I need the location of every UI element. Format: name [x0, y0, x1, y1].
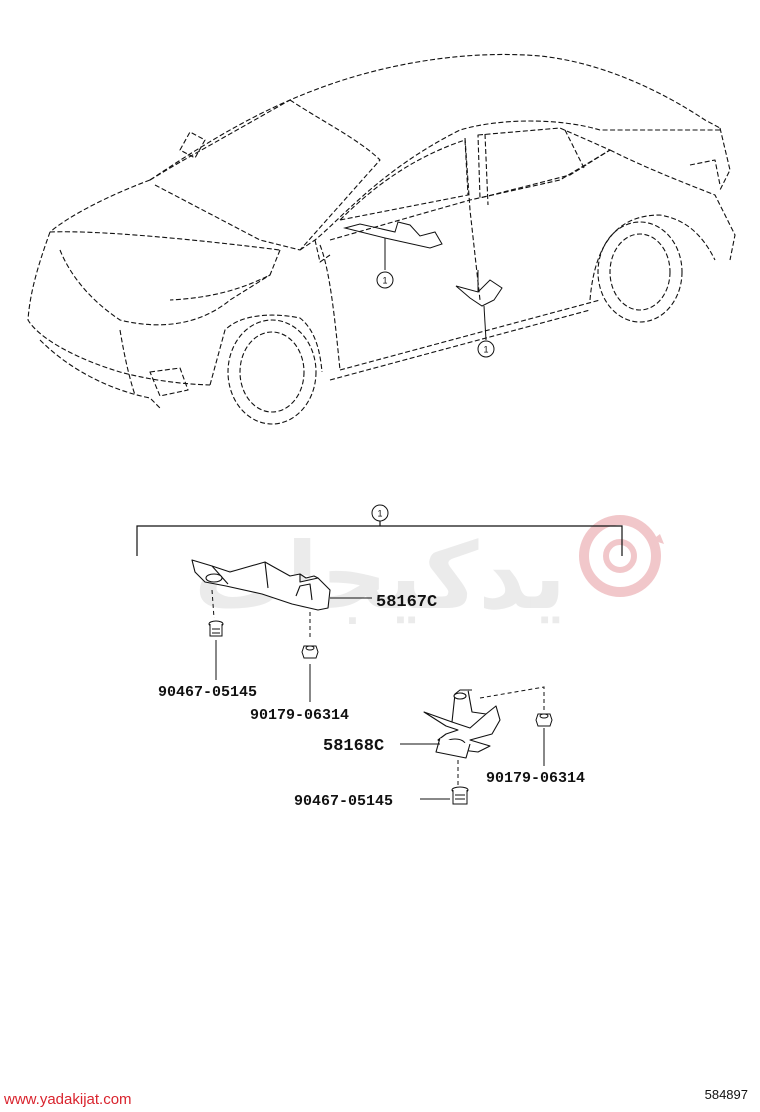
- car-outline: [27, 53, 736, 425]
- callout-assembly: 1: [371, 504, 389, 522]
- label-bracket-rear: 58168C: [323, 737, 384, 756]
- label-bracket-front: 58167C: [376, 593, 437, 612]
- callout-assembly-number: 1: [377, 509, 382, 519]
- label-nut-front: 90179-06314: [250, 707, 349, 724]
- car-bracket-rear-detail: [455, 270, 503, 341]
- label-clip-front: 90467-05145: [158, 684, 257, 701]
- callout-car-rear-number: 1: [483, 345, 488, 355]
- watermark-url: www.yadakijat.com: [4, 1091, 132, 1108]
- clip-front-icon: [208, 620, 224, 637]
- watermark-wheel-icon: [579, 515, 664, 597]
- callout-car-rear: 1: [477, 340, 495, 358]
- nut-front-icon: [301, 645, 319, 659]
- callout-car-front: 1: [376, 271, 394, 289]
- label-nut-rear: 90179-06314: [486, 770, 585, 787]
- callout-car-front-number: 1: [382, 276, 387, 286]
- rear-leaders: [400, 686, 545, 800]
- clip-rear-icon: [451, 786, 469, 805]
- bracket-front-drawing: [191, 559, 331, 611]
- car-bracket-front-detail: [343, 221, 443, 270]
- front-leaders: [211, 589, 372, 702]
- figure-id: 584897: [704, 1087, 748, 1102]
- bracket-rear-drawing: [423, 689, 501, 759]
- label-clip-rear: 90467-05145: [294, 793, 393, 810]
- nut-rear-icon: [535, 713, 553, 727]
